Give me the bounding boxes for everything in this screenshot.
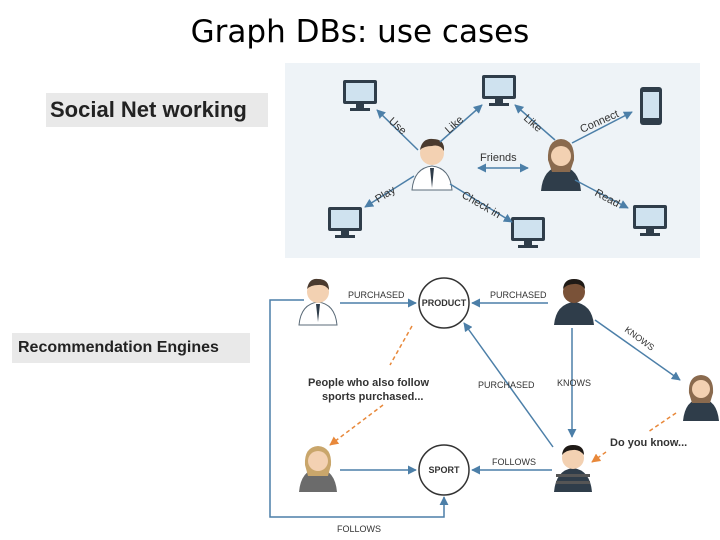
social-networking-label: Social Net working [46,93,268,127]
man-avatar-icon [411,138,453,191]
slide-title: Graph DBs: use cases [190,14,530,50]
edge-label-follows: FOLLOWS [337,524,381,534]
edge-label-purchased: PURCHASED [348,290,405,300]
svg-text:SPORT: SPORT [428,465,460,475]
woman-avatar-icon [299,446,337,492]
man-avatar-icon [554,279,594,325]
product-node: PRODUCT [418,277,470,329]
edge-label-knows: KNOWS [557,378,591,388]
edge-label-follows: FOLLOWS [492,457,536,467]
man-avatar-icon [298,278,338,326]
woman-avatar-icon [541,139,581,191]
man-avatar-icon [554,445,592,492]
phone-icon [640,87,662,125]
annotation-do-you-know: Do you know... [610,437,687,449]
edge-label-purchased: PURCHASED [478,380,535,390]
annotation-people-follow: People who also follow [308,377,429,389]
recommendation-panel [270,270,720,540]
svg-text:PRODUCT: PRODUCT [422,298,467,308]
recommendation-engines-label: Recommendation Engines [12,333,250,363]
edge-label-purchased: PURCHASED [490,290,547,300]
sport-node: SPORT [418,444,470,496]
edge-label-friends: Friends [480,152,517,164]
woman-avatar-icon [683,375,719,421]
annotation-sports-purchased: sports purchased... [322,391,423,403]
